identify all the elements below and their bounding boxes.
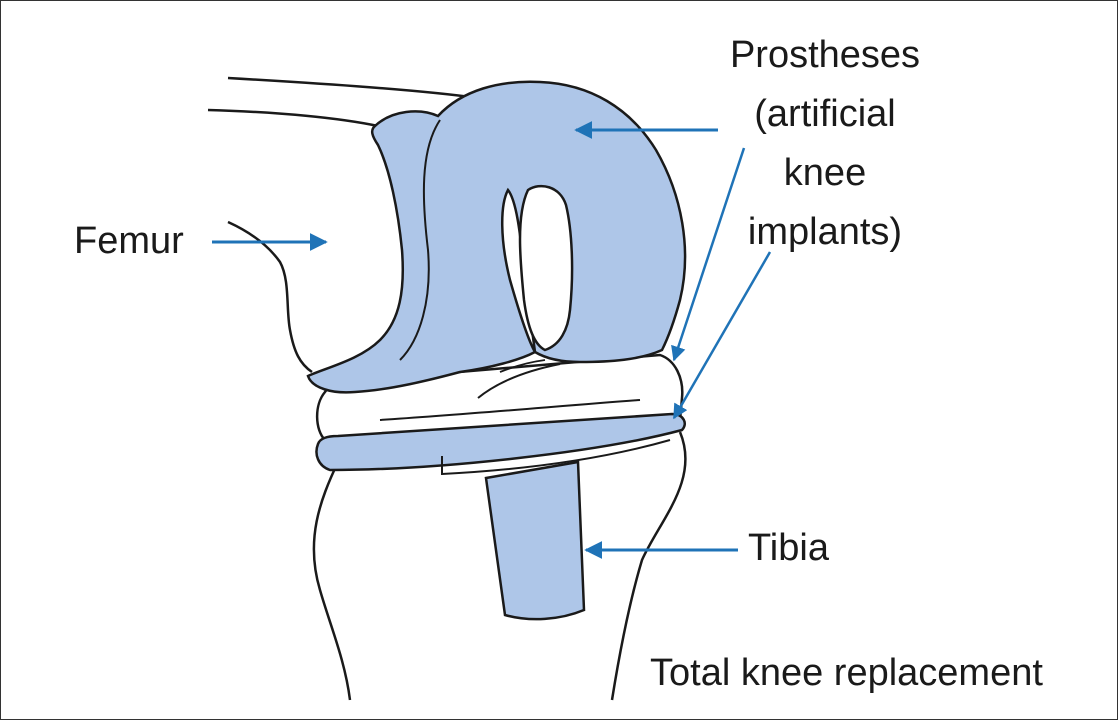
prostheses-label: Prostheses (artificial knee implants) [700, 34, 950, 270]
prostheses-label-line2: (artificial [700, 93, 950, 152]
tibia-left-line [314, 462, 350, 700]
prostheses-arrow-tray [674, 252, 770, 418]
femur-back-contour [228, 222, 312, 372]
tibial-stem [486, 462, 584, 619]
femoral-component [308, 82, 685, 393]
femur-label: Femur [74, 220, 184, 264]
prostheses-label-line3: knee [700, 152, 950, 211]
tibia-label: Tibia [748, 527, 829, 571]
femur-shaft-upper-line [228, 78, 478, 98]
caption-label: Total knee replacement [650, 652, 1043, 696]
intercondylar-notch [520, 186, 572, 350]
prostheses-label-line1: Prostheses [700, 34, 950, 93]
femur-shaft-lower-line [208, 110, 378, 126]
prostheses-label-line4: implants) [700, 211, 950, 270]
